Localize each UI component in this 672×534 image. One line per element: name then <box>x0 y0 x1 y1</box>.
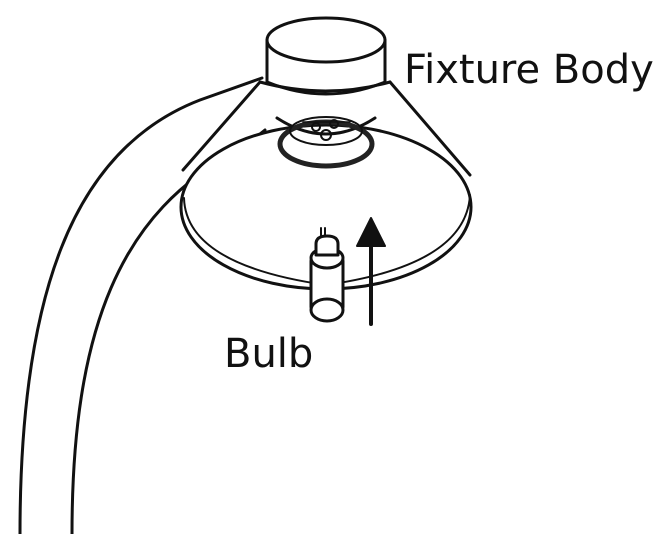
fixture-body-label: Fixture Body <box>404 47 654 93</box>
bulb <box>309 227 345 323</box>
fixture-body-cylinder <box>265 16 387 96</box>
bulb-label: Bulb <box>224 331 314 377</box>
insert-arrow <box>356 217 386 326</box>
bulb-socket <box>275 116 377 169</box>
